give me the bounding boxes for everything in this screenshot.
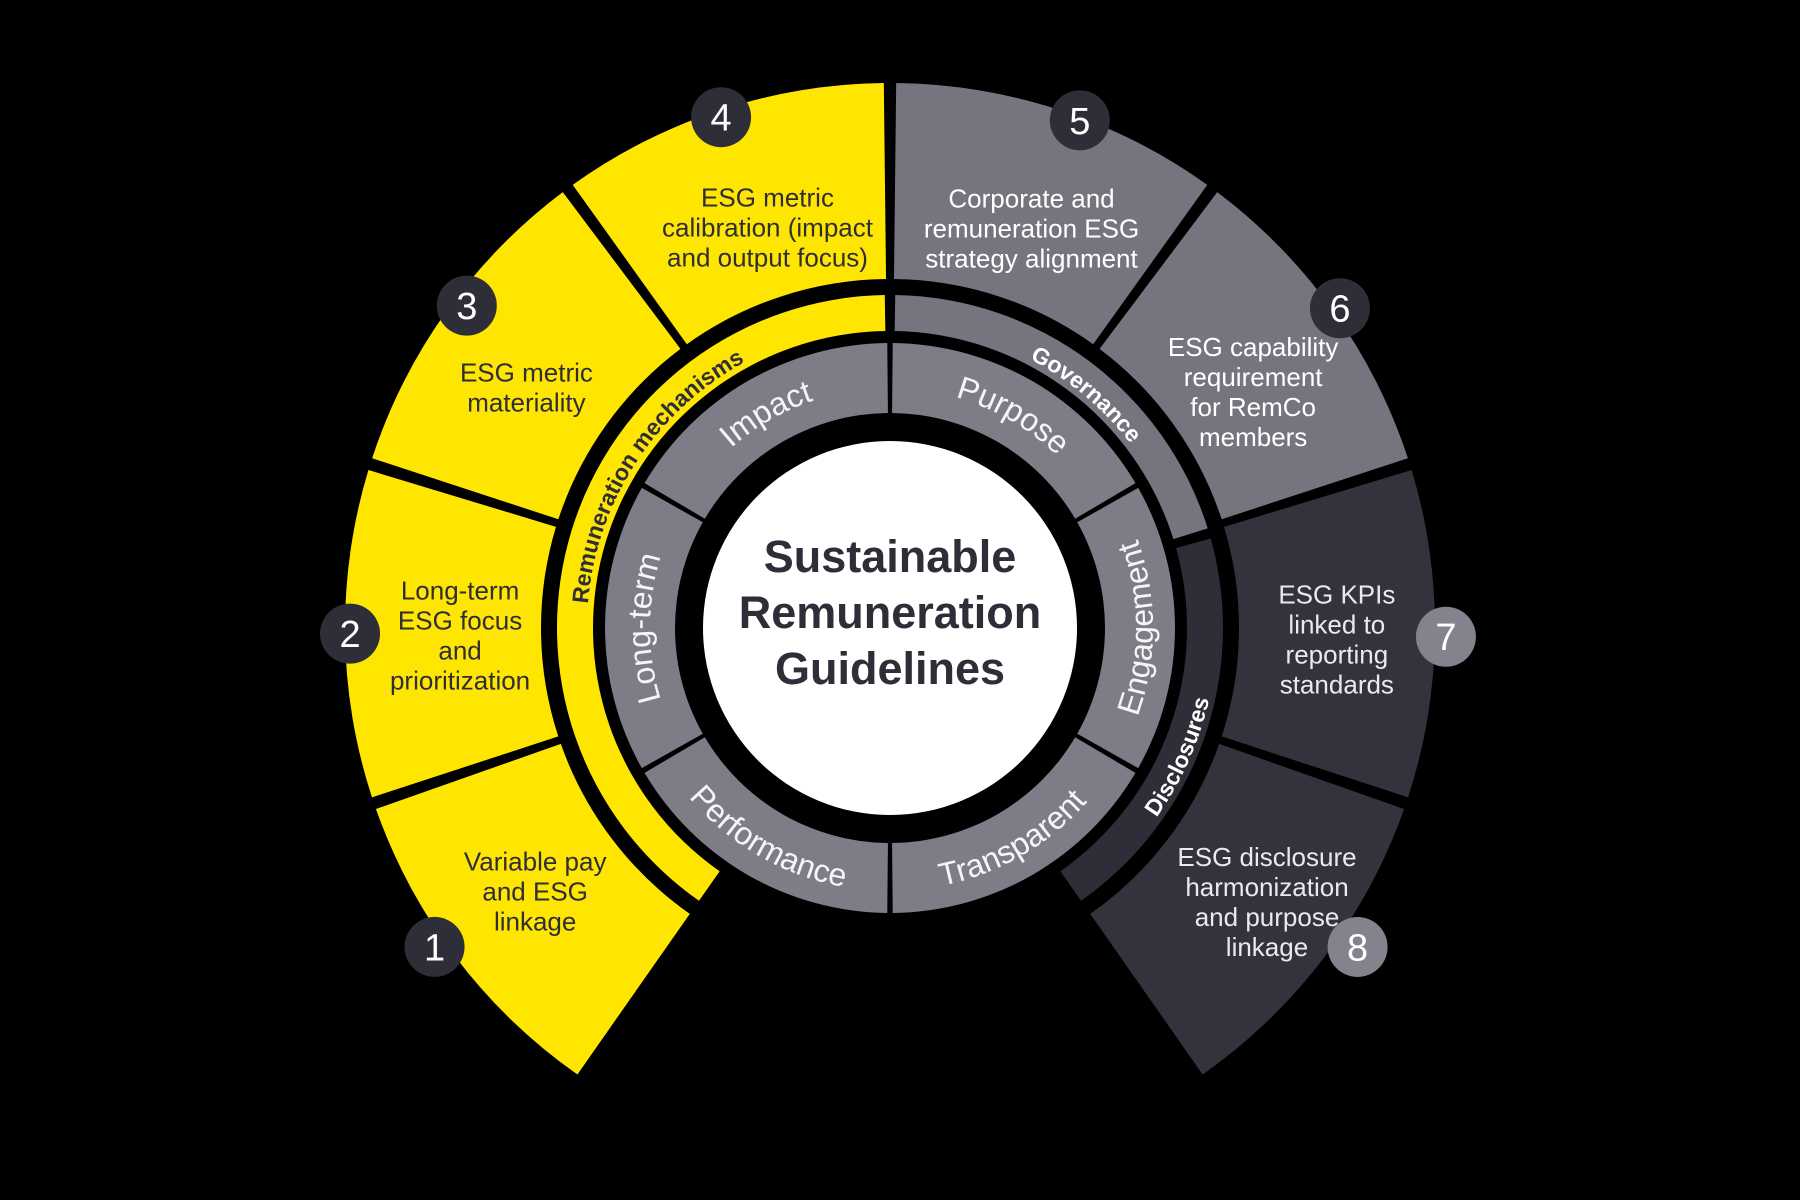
outer-segment-5: [893, 83, 1208, 345]
outer-label-line: calibration (impact: [662, 212, 874, 242]
badge-number-5: 5: [1069, 101, 1090, 143]
outer-label-line: reporting: [1286, 640, 1389, 670]
outer-segment-7: [1221, 470, 1435, 798]
inner-segment-transparent: [892, 737, 1136, 913]
outer-segment-4: [572, 83, 887, 345]
inner-segment-purpose: [892, 343, 1136, 519]
outer-label-line: requirement: [1184, 362, 1324, 392]
outer-label-line: ESG metric: [460, 357, 593, 387]
badge-5: [1049, 90, 1110, 151]
badge-4: [691, 87, 752, 148]
badge-2: [320, 603, 381, 664]
outer-label-line: ESG focus: [398, 606, 522, 636]
center-circle: [703, 441, 1077, 815]
outer-segment-8: [1090, 743, 1405, 1075]
inner-segment-impact: [644, 343, 888, 519]
outer-label-line: ESG KPIs: [1278, 580, 1395, 610]
outer-label-line: ESG metric: [701, 182, 834, 212]
center-title-line: Sustainable: [764, 531, 1017, 582]
outer-label-line: members: [1199, 422, 1307, 452]
outer-label-line: materiality: [467, 387, 585, 417]
band-segment-disclosures: [1060, 538, 1223, 901]
badge-6: [1309, 278, 1370, 339]
inner-segment-performance: [644, 737, 888, 913]
outer-label-line: ESG disclosure: [1177, 842, 1356, 872]
inner-segment-engagement: [1077, 487, 1175, 769]
outer-label-line: linkage: [1226, 932, 1308, 962]
outer-label-line: ESG capability: [1168, 332, 1339, 362]
outer-segment-3: [372, 192, 681, 520]
badge-8: [1327, 916, 1388, 977]
badge-1: [404, 916, 465, 977]
outer-segment-1: [375, 743, 690, 1075]
badge-number-7: 7: [1435, 617, 1456, 659]
badge-3: [436, 275, 497, 336]
center-title-line: Guidelines: [775, 643, 1005, 694]
outer-label-line: remuneration ESG: [924, 213, 1139, 243]
outer-label-line: and output focus): [667, 242, 868, 272]
outer-label-line: for RemCo: [1190, 392, 1316, 422]
outer-label-line: Long-term: [401, 576, 520, 606]
band-segment-governance: [894, 295, 1208, 540]
outer-label-line: standards: [1280, 670, 1394, 700]
outer-label-line: prioritization: [390, 666, 530, 696]
outer-label-line: linkage: [494, 907, 576, 937]
inner-segment-long-term: [605, 487, 703, 769]
badge-7: [1415, 606, 1476, 667]
band-segment-remuneration-mechanisms: [556, 295, 886, 901]
outer-segment-6: [1099, 192, 1408, 520]
badge-number-6: 6: [1329, 289, 1350, 331]
badge-number-8: 8: [1347, 927, 1368, 969]
outer-label-line: linked to: [1288, 610, 1385, 640]
center-title-line: Remuneration: [739, 587, 1042, 638]
badge-number-3: 3: [456, 286, 477, 328]
badge-number-4: 4: [710, 98, 731, 140]
outer-label-line: Variable pay: [464, 847, 607, 877]
outer-segment-2: [345, 470, 559, 798]
outer-label-line: and ESG: [482, 877, 588, 907]
outer-label-line: and purpose: [1195, 902, 1340, 932]
outer-label-line: strategy alignment: [925, 243, 1138, 273]
outer-label-line: Corporate and: [948, 183, 1114, 213]
outer-label-line: harmonization: [1185, 872, 1348, 902]
outer-label-line: and: [438, 636, 481, 666]
badge-number-2: 2: [339, 614, 360, 656]
badge-number-1: 1: [424, 927, 445, 969]
